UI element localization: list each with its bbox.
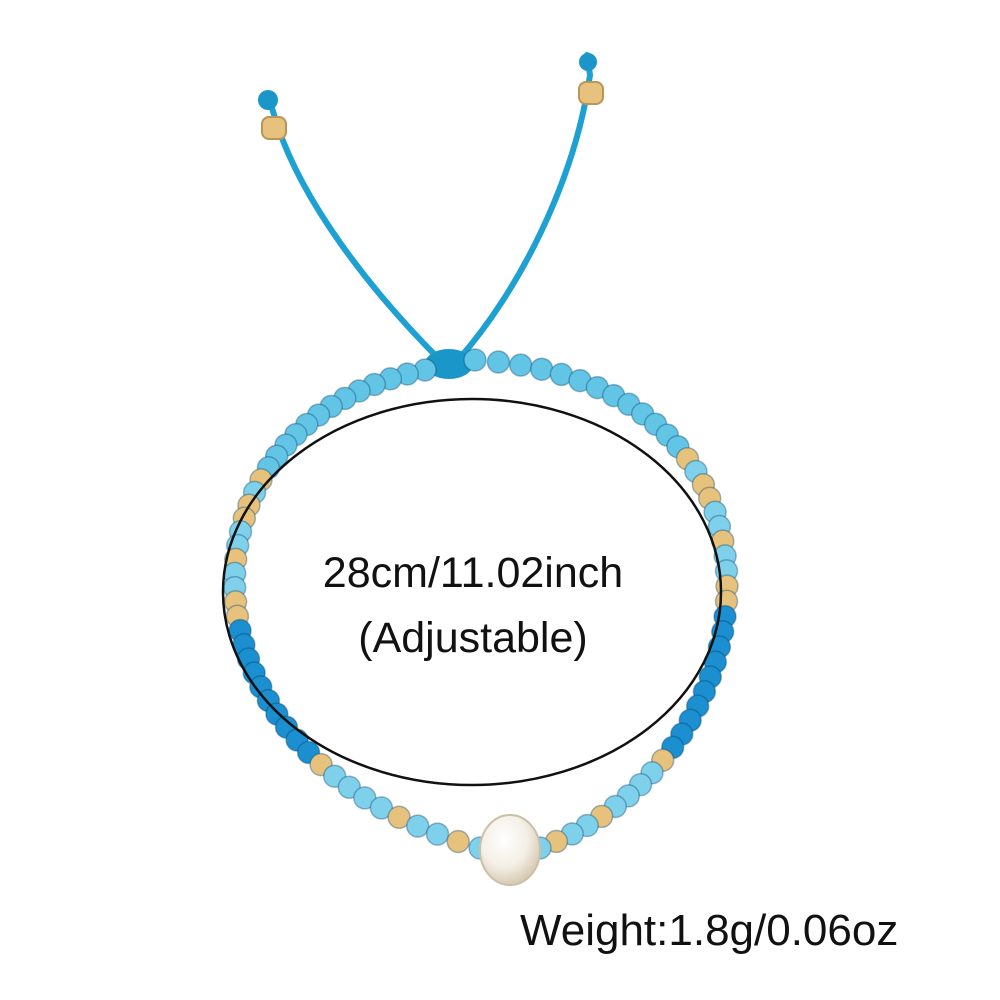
seed-bead <box>353 786 377 810</box>
seed-bead <box>387 805 411 830</box>
cord-end-knot-left <box>258 90 278 110</box>
size-label: 28cm/11.02inch <box>322 549 624 597</box>
seed-bead <box>405 814 430 838</box>
seed-bead <box>529 357 554 381</box>
cord-end-knot-right <box>579 53 597 71</box>
sliding-knot <box>425 349 473 379</box>
cord-end-bead-left <box>261 116 287 140</box>
adjustable-label: (Adjustable) <box>358 614 588 662</box>
seed-bead <box>486 350 511 374</box>
cord-strands <box>265 52 593 363</box>
seed-bead <box>369 796 394 820</box>
cord-end-bead-right <box>578 81 604 105</box>
weight-label: Weight:1.8g/0.06oz <box>520 906 899 955</box>
size-ellipse <box>221 397 723 787</box>
seed-bead <box>508 353 533 377</box>
seed-bead <box>337 775 362 800</box>
seed-bead <box>425 822 450 846</box>
seed-bead <box>463 348 487 372</box>
seed-bead <box>446 829 470 854</box>
pearl-icon <box>479 814 541 886</box>
bead-strand <box>222 348 739 860</box>
cord-left <box>272 115 443 363</box>
cord-right <box>455 72 593 363</box>
